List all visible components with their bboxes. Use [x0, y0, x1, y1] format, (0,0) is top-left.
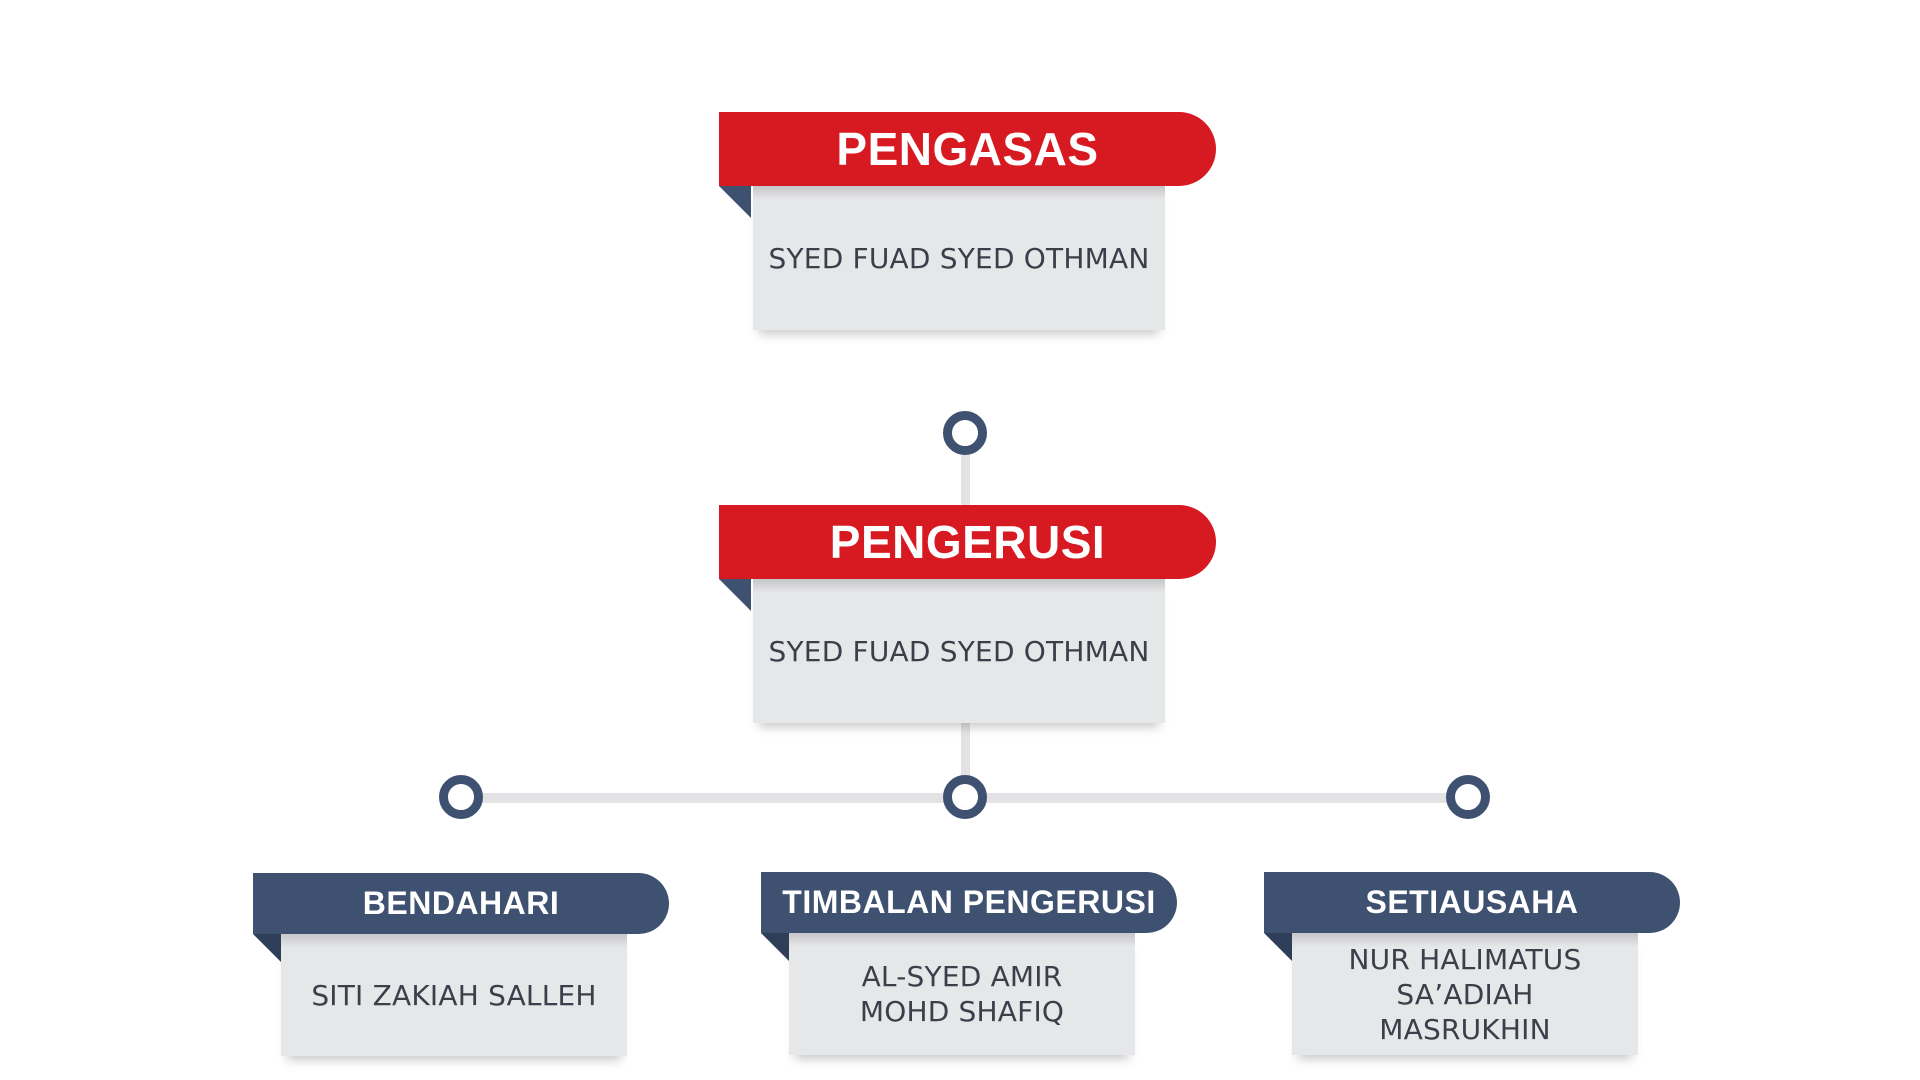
connector-node-left: [439, 775, 483, 819]
chairman-fold: [719, 579, 751, 611]
vice-chairman-name-box: AL-SYED AMIR MOHD SHAFIQ: [789, 933, 1135, 1055]
chairman-title: PENGERUSI: [719, 505, 1216, 579]
founder-name: SYED FUAD SYED OTHMAN: [768, 241, 1150, 275]
founder-name-box: SYED FUAD SYED OTHMAN: [753, 186, 1165, 330]
vice-chairman-title: TIMBALAN PENGERUSI: [761, 872, 1177, 933]
chairman-name: SYED FUAD SYED OTHMAN: [768, 634, 1150, 668]
secretary-title: SETIAUSAHA: [1264, 872, 1680, 933]
connector-top-vertical: [961, 440, 970, 506]
founder-fold: [719, 186, 751, 218]
treasurer-name-box: SITI ZAKIAH SALLEH: [281, 934, 627, 1056]
secretary-name-box: NUR HALIMATUS SA’ADIAH MASRUKHIN: [1292, 933, 1638, 1055]
connector-node-top: [943, 411, 987, 455]
founder-title: PENGASAS: [719, 112, 1216, 186]
treasurer-title: BENDAHARI: [253, 873, 669, 934]
treasurer-name: SITI ZAKIAH SALLEH: [311, 978, 597, 1012]
secretary-fold: [1264, 933, 1292, 961]
connector-middle-vertical: [961, 718, 970, 798]
vice-chairman-fold: [761, 933, 789, 961]
treasurer-fold: [253, 934, 281, 962]
secretary-name: NUR HALIMATUS SA’ADIAH MASRUKHIN: [1348, 942, 1582, 1046]
vice-chairman-name: AL-SYED AMIR MOHD SHAFIQ: [859, 960, 1065, 1028]
chairman-name-box: SYED FUAD SYED OTHMAN: [753, 579, 1165, 723]
connector-node-right: [1446, 775, 1490, 819]
connector-node-center: [943, 775, 987, 819]
